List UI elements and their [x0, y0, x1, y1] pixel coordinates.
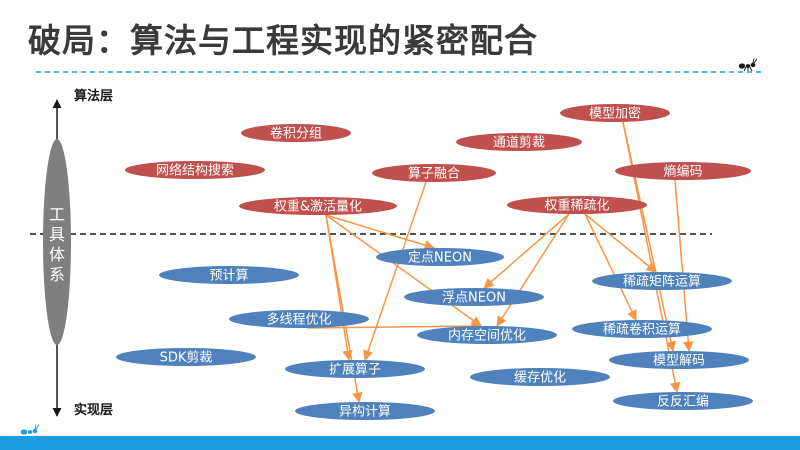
algorithm-node-channel-prune: 通道剪裁 [456, 133, 582, 151]
implementation-node-anti-assembly: 反反汇编 [613, 392, 753, 410]
algorithm-node-nas: 网络结构搜索 [125, 161, 265, 179]
node-ellipse [295, 402, 435, 420]
node-label: 权重&激活量化 [274, 199, 362, 215]
slide-title: 破局：算法与工程实现的紧密配合 [28, 21, 538, 60]
node-ellipse [239, 197, 397, 215]
ant-icon [738, 58, 758, 72]
link-arrow [306, 320, 483, 332]
tool-system-char: 具 [49, 225, 65, 244]
links-layer [306, 121, 694, 404]
node-ellipse [417, 326, 557, 344]
algorithm-layer-label: 算法层 [74, 88, 113, 104]
node-ellipse [372, 164, 496, 182]
implementation-node-model-decode: 模型解码 [609, 351, 749, 369]
node-label: 内存空间优化 [448, 328, 526, 344]
ant-icon [20, 424, 40, 435]
node-ellipse [229, 310, 369, 328]
node-ellipse [592, 272, 732, 290]
link-arrow [363, 181, 427, 361]
node-ellipse [376, 248, 504, 266]
node-ellipse [159, 266, 299, 284]
implementation-node-extend-op: 扩展算子 [285, 360, 425, 378]
implementation-node-mem-space: 内存空间优化 [417, 326, 557, 344]
node-label: 反反汇编 [657, 395, 709, 410]
node-label: 算子融合 [408, 167, 460, 182]
implementation-node-sparse-matmul: 稀疏矩阵运算 [592, 272, 732, 290]
tool-system-char: 工 [49, 205, 65, 224]
implementation-node-hetero-compute: 异构计算 [295, 402, 435, 420]
node-ellipse [116, 348, 256, 366]
algorithm-node-weight-act-quant: 权重&激活量化 [239, 197, 397, 215]
node-label: 稀疏卷积运算 [603, 322, 681, 338]
node-label: 通道剪裁 [493, 135, 545, 151]
node-ellipse [615, 162, 751, 180]
implementation-node-sdk-prune: SDK剪裁 [116, 348, 256, 366]
node-label: 熵编码 [663, 164, 702, 180]
link-arrow [496, 213, 570, 327]
tool-system-ellipse [43, 139, 71, 345]
footer-bar [0, 436, 800, 450]
node-label: 模型加密 [589, 106, 641, 122]
algorithm-node-op-fusion: 算子融合 [372, 164, 496, 182]
node-ellipse [125, 161, 265, 179]
link-arrow [584, 213, 657, 273]
node-label: 权重稀疏化 [544, 198, 609, 214]
implementation-layer-label: 实现层 [74, 402, 113, 418]
link-arrow [325, 214, 436, 251]
algorithm-node-model-encrypt: 模型加密 [560, 104, 670, 122]
node-label: 浮点NEON [442, 291, 506, 306]
implementation-node-cache-opt: 缓存优化 [470, 368, 610, 386]
implementation-node-fixed-neon: 定点NEON [376, 248, 504, 266]
implementation-node-multithread: 多线程优化 [229, 310, 369, 328]
tool-system-char: 系 [49, 265, 65, 284]
node-label: SDK剪裁 [160, 350, 213, 366]
node-ellipse [285, 360, 425, 378]
implementation-node-float-neon: 浮点NEON [404, 288, 544, 306]
tool-system: 工 具 体 系 [43, 139, 71, 345]
node-label: 预计算 [209, 269, 248, 284]
implementation-node-sparse-conv: 稀疏卷积运算 [572, 320, 712, 338]
node-ellipse [456, 133, 582, 151]
node-ellipse [241, 124, 351, 142]
tool-system-char: 体 [49, 245, 65, 264]
node-ellipse [572, 320, 712, 338]
node-ellipse [507, 196, 647, 214]
node-label: 缓存优化 [514, 371, 566, 386]
implementation-node-estimate: 预计算 [159, 266, 299, 284]
algorithm-node-entropy-coding: 熵编码 [615, 162, 751, 180]
node-label: 定点NEON [408, 251, 472, 266]
node-label: 扩展算子 [329, 363, 381, 378]
link-arrow [622, 121, 677, 353]
link-arrow [325, 214, 482, 327]
node-label: 卷积分组 [270, 126, 322, 142]
node-label: 稀疏矩阵运算 [623, 275, 701, 290]
algorithm-node-weight-sparse: 权重稀疏化 [507, 196, 647, 214]
node-ellipse [404, 288, 544, 306]
node-label: 多线程优化 [266, 312, 331, 328]
node-ellipse [613, 392, 753, 410]
node-ellipse [470, 368, 610, 386]
algorithm-node-conv-group: 卷积分组 [241, 124, 351, 142]
link-arrow [483, 213, 570, 289]
node-ellipse [560, 104, 670, 122]
node-label: 异构计算 [339, 405, 391, 420]
node-ellipse [609, 351, 749, 369]
node-label: 模型解码 [653, 354, 705, 369]
node-label: 网络结构搜索 [156, 163, 234, 179]
link-arrow [584, 213, 637, 321]
